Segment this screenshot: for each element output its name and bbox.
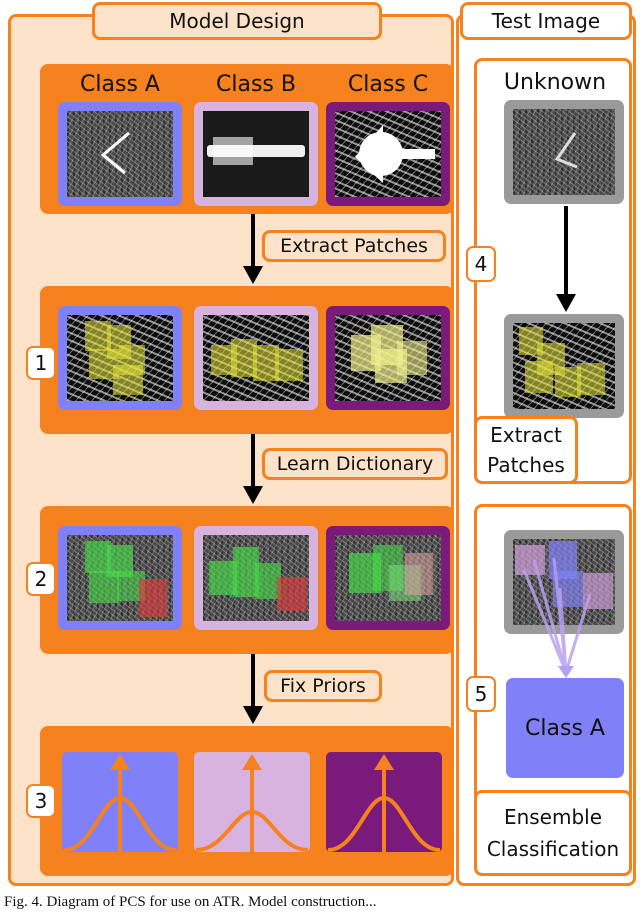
prior-b: [194, 752, 310, 852]
step3-number: 3: [26, 784, 56, 818]
class-a-image-frame: [58, 102, 182, 206]
model-design-title: Model Design: [92, 2, 382, 40]
step4-label-line2: Patches: [487, 453, 565, 477]
patches-c-frame: [326, 306, 450, 410]
class-a-label: Class A: [80, 72, 160, 97]
dictionary-b-image: [203, 535, 309, 621]
class-a-result: Class A: [506, 678, 624, 778]
class-a-image: [67, 111, 173, 197]
patches-a-image: [67, 315, 173, 401]
step5-number: 5: [466, 676, 496, 712]
figure-caption: Fig. 4. Diagram of PCS for use on ATR. M…: [4, 894, 377, 910]
step4-label-line1: Extract: [490, 423, 562, 447]
unknown-image: [513, 109, 615, 195]
unknown-label: Unknown: [503, 70, 607, 95]
class-b-image-frame: [194, 102, 318, 206]
step5-label-line1: Ensemble: [503, 805, 603, 829]
ensemble-image-frame: [504, 530, 624, 634]
arrow-extract-patches: [240, 214, 266, 286]
dictionary-b-frame: [194, 526, 318, 630]
test-image-title: Test Image: [460, 2, 632, 40]
class-a-result-label: Class A: [525, 715, 605, 741]
class-b-label: Class B: [216, 72, 296, 97]
arrow-test-extract: [553, 206, 579, 314]
patches-c-image: [335, 315, 441, 401]
dictionary-a-image: [67, 535, 173, 621]
test-patches-image: [513, 323, 615, 409]
patches-b-frame: [194, 306, 318, 410]
patches-b-image: [203, 315, 309, 401]
unknown-image-frame: [504, 100, 624, 204]
step1-arrow-label: Extract Patches: [262, 230, 446, 262]
step2-number: 2: [26, 562, 56, 596]
class-b-image: [203, 111, 309, 197]
step5-label: Ensemble Classification: [474, 790, 632, 876]
class-c-image: [335, 111, 441, 197]
step4-number: 4: [466, 246, 496, 282]
class-c-image-frame: [326, 102, 450, 206]
prior-a: [62, 752, 178, 852]
patches-a-frame: [58, 306, 182, 410]
ensemble-arrows: [504, 540, 624, 680]
step4-label: Extract Patches: [474, 416, 578, 484]
step2-arrow-label: Learn Dictionary: [262, 448, 448, 480]
test-patches-frame: [504, 314, 624, 418]
step1-number: 1: [26, 346, 56, 380]
arrow-learn-dictionary: [240, 434, 266, 506]
dictionary-c-frame: [326, 526, 450, 630]
dictionary-c-image: [335, 535, 441, 621]
step3-arrow-label: Fix Priors: [264, 670, 382, 702]
arrow-fix-priors: [240, 654, 266, 726]
step5-label-line2: Classification: [486, 837, 620, 861]
class-c-label: Class C: [347, 72, 429, 97]
dictionary-a-frame: [58, 526, 182, 630]
prior-c: [326, 752, 442, 852]
